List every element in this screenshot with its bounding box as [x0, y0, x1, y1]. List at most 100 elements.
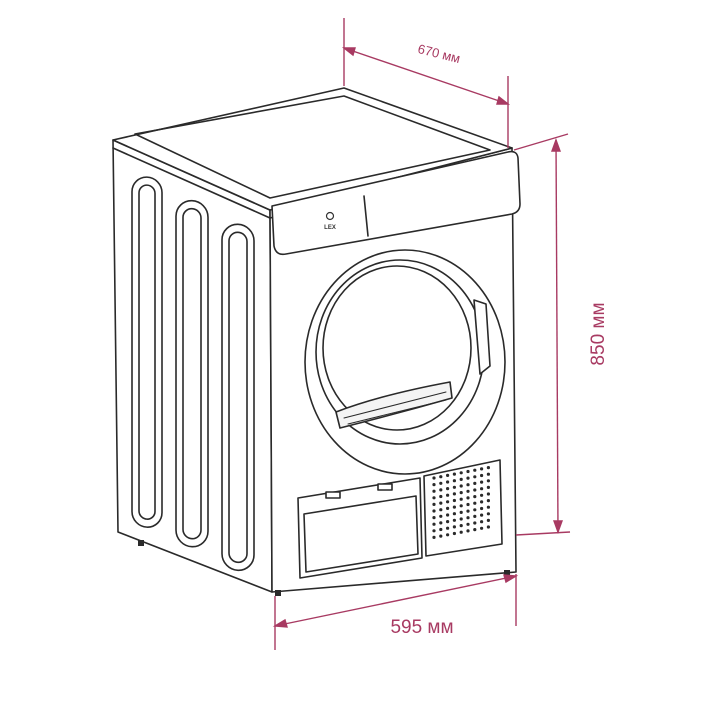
- grille-dot: [446, 520, 450, 524]
- grille-dot: [486, 466, 490, 470]
- grille-dot: [486, 492, 490, 496]
- grille-dot: [466, 496, 470, 500]
- grille-dot: [439, 534, 443, 538]
- grille-dot: [480, 467, 484, 471]
- door-glass-inner: [322, 265, 472, 431]
- depth-arrow-right: [496, 95, 511, 105]
- grille-dot: [486, 479, 490, 483]
- grille-dot: [466, 476, 470, 480]
- grille-dot: [452, 485, 456, 489]
- grille-dot: [452, 531, 456, 536]
- width-label: 595 мм: [390, 617, 453, 638]
- height-ext-bottom: [515, 531, 571, 536]
- grille-dot: [439, 508, 443, 512]
- grille-dot: [480, 500, 484, 504]
- grille-dot: [446, 506, 450, 510]
- grille-dot: [466, 529, 470, 533]
- grille-dot: [439, 481, 443, 485]
- grille-dot: [466, 489, 470, 493]
- grille-dot: [446, 493, 450, 497]
- grille-dot: [432, 522, 436, 526]
- grille-dot: [480, 520, 484, 524]
- grille-dot: [486, 525, 490, 529]
- grille-dot: [459, 471, 463, 475]
- grille-dot: [446, 487, 450, 491]
- top-panel-inset: [134, 95, 491, 199]
- grille-dot: [439, 475, 443, 479]
- grille-dot: [446, 533, 450, 537]
- grille-dot: [486, 485, 490, 489]
- grille-dot: [439, 501, 443, 505]
- drawer-latch-left: [325, 491, 341, 499]
- grille-dot: [432, 483, 436, 487]
- control-panel: [271, 150, 521, 256]
- depth-label: 670 мм: [416, 41, 462, 66]
- foot-front-left: [275, 590, 281, 596]
- grille-dot: [432, 496, 436, 500]
- grille-dot: [446, 513, 450, 517]
- grille-dot: [466, 509, 470, 513]
- grille-dot: [459, 491, 463, 495]
- grille-dot: [459, 504, 463, 508]
- dryer-feet: [138, 540, 510, 596]
- grille-dot: [473, 495, 477, 499]
- height-arrow-bottom: [553, 520, 563, 535]
- width-line: [274, 575, 517, 627]
- grille-dot: [452, 492, 456, 496]
- grille-dot: [459, 530, 463, 534]
- vent-grille: [432, 466, 490, 540]
- grille-dot: [486, 512, 490, 516]
- grille-dot: [459, 484, 463, 488]
- grille-dot: [459, 524, 463, 528]
- grille-dot: [432, 535, 436, 540]
- grille-dot: [439, 521, 443, 525]
- brand-logo: LEX: [324, 211, 336, 231]
- grille-dot: [480, 526, 484, 530]
- grille-dot: [480, 487, 484, 491]
- grille-dot: [480, 513, 484, 517]
- water-drawer-face: [303, 495, 419, 573]
- grille-dot: [473, 514, 477, 519]
- grille-dot: [432, 529, 436, 533]
- door-hinge: [473, 299, 491, 375]
- grille-dot: [466, 516, 470, 520]
- height-arrow-top: [551, 137, 561, 152]
- grille-dot: [452, 505, 456, 509]
- side-recess-2-inner: [182, 207, 202, 540]
- grille-dot: [486, 505, 490, 509]
- grille-dot: [466, 522, 470, 526]
- grille-dot: [439, 514, 443, 518]
- grille-dot: [480, 473, 484, 478]
- depth-arrow-left: [341, 47, 356, 57]
- side-recess-2: [175, 199, 209, 548]
- side-recess-1-inner: [138, 184, 156, 520]
- height-ext-top: [513, 133, 569, 151]
- grille-dot: [459, 497, 463, 501]
- logo-text: LEX: [324, 225, 336, 231]
- grille-dot: [473, 528, 477, 532]
- foot-front-right: [504, 570, 510, 576]
- grille-dot: [473, 501, 477, 505]
- grille-dot: [432, 489, 436, 493]
- control-panel-divider: [363, 195, 369, 237]
- grille-dot: [452, 518, 456, 522]
- drawer-latch-right: [377, 483, 393, 491]
- side-recess-1: [131, 176, 163, 528]
- grille-dot: [446, 500, 450, 504]
- grille-dot: [432, 502, 436, 506]
- grille-dot: [452, 525, 456, 529]
- filter-panel: [423, 459, 503, 557]
- logo-mark-icon: [325, 211, 335, 221]
- grille-dot: [452, 472, 456, 476]
- grille-dot: [466, 483, 470, 487]
- grille-dot: [446, 526, 450, 530]
- grille-dot: [459, 510, 463, 514]
- width-arrow-left: [272, 618, 288, 628]
- dryer-illustration: [112, 87, 521, 593]
- grille-dot: [473, 475, 477, 479]
- grille-dot: [466, 502, 470, 507]
- grille-dot: [466, 469, 470, 474]
- grille-dot: [459, 477, 463, 481]
- grille-dot: [459, 517, 463, 521]
